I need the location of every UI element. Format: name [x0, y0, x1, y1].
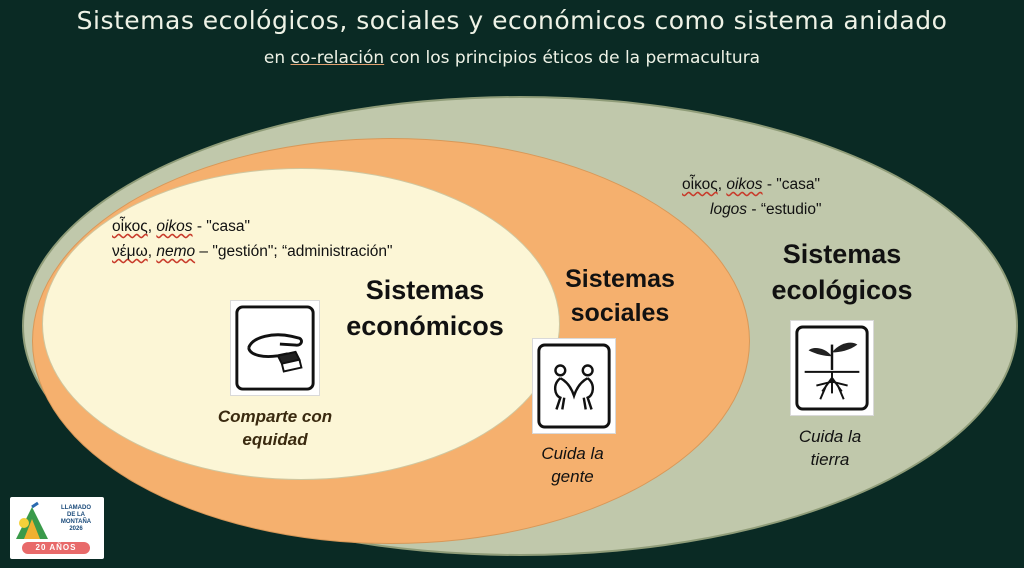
page-title: Sistemas ecológicos, sociales y económic…: [76, 6, 948, 35]
ecologicos-etymology-line1: οἶκος, oikos - "casa": [682, 176, 821, 193]
economicos-caption: Comparte con equidad: [200, 405, 350, 451]
logo-text: LLAMADO DE LA MONTAÑA 2026: [50, 505, 102, 533]
label-line: Sistemas: [565, 265, 675, 293]
people-heart-icon: [532, 338, 616, 434]
meaning-text: - "casa": [762, 176, 821, 193]
logo-line: LLAMADO: [61, 505, 91, 511]
economicos-label: Sistemas económicos: [330, 272, 520, 344]
sociales-caption: Cuida la gente: [515, 442, 630, 488]
caption-line: gente: [551, 467, 594, 486]
translit-word: oikos: [156, 218, 193, 235]
meaning-text: - “estudio": [747, 201, 822, 218]
llamado-montana-logo: LLAMADO DE LA MONTAÑA 2026 20 AÑOS: [10, 497, 104, 559]
logo-line: DE LA: [67, 512, 85, 518]
translit-word: oikos: [726, 176, 763, 193]
subtitle-underlined: co-relación: [290, 48, 385, 68]
label-line: ecológicos: [771, 275, 913, 305]
caption-line: tierra: [810, 450, 850, 469]
economicos-etymology-line1: οἶκος, oikos - "casa": [112, 218, 251, 235]
sociales-label: Sistemas sociales: [555, 262, 685, 330]
caption-line: Comparte con: [217, 407, 333, 426]
mountain-logo-icon: [16, 501, 48, 539]
hand-sharing-icon: [230, 300, 320, 396]
label-line: Sistemas: [782, 239, 902, 269]
logo-badge: 20 AÑOS: [22, 542, 90, 554]
economicos-etymology: οἶκος, oikos - "casa" νέμω, nemo – "gest…: [112, 214, 393, 264]
greek-word: οἶκος: [682, 176, 718, 193]
economicos-etymology-line2: νέμω, nemo – "gestión"; “administración": [112, 243, 393, 260]
ecologicos-label: Sistemas ecológicos: [752, 236, 932, 308]
greek-word: οἶκος: [112, 218, 148, 235]
ecologicos-caption: Cuida la tierra: [770, 425, 890, 471]
sprout-roots-icon: [790, 320, 874, 416]
translit-word: logos: [710, 201, 748, 218]
meaning-text: – "gestión"; “administración": [195, 243, 393, 260]
logo-line: 2026: [69, 526, 83, 532]
label-line: Sistemas: [365, 275, 485, 305]
page-subtitle: en co-relación con los principios éticos…: [0, 48, 1024, 68]
label-line: sociales: [570, 299, 670, 327]
caption-line: Cuida la: [798, 427, 862, 446]
translit-word: nemo: [156, 243, 196, 260]
greek-word: νέμω: [112, 243, 148, 260]
meaning-text: - "casa": [192, 218, 251, 235]
ecologicos-etymology-line2: logos - “estudio": [682, 197, 821, 222]
subtitle-pre: en: [263, 48, 291, 68]
ecologicos-etymology: οἶκος, oikos - "casa" logos - “estudio": [682, 172, 821, 222]
logo-line: MONTAÑA: [60, 519, 92, 525]
label-line: económicos: [346, 311, 504, 341]
subtitle-post: con los principios éticos de la permacul…: [384, 48, 761, 68]
caption-line: equidad: [242, 430, 308, 449]
caption-line: Cuida la: [541, 444, 604, 463]
